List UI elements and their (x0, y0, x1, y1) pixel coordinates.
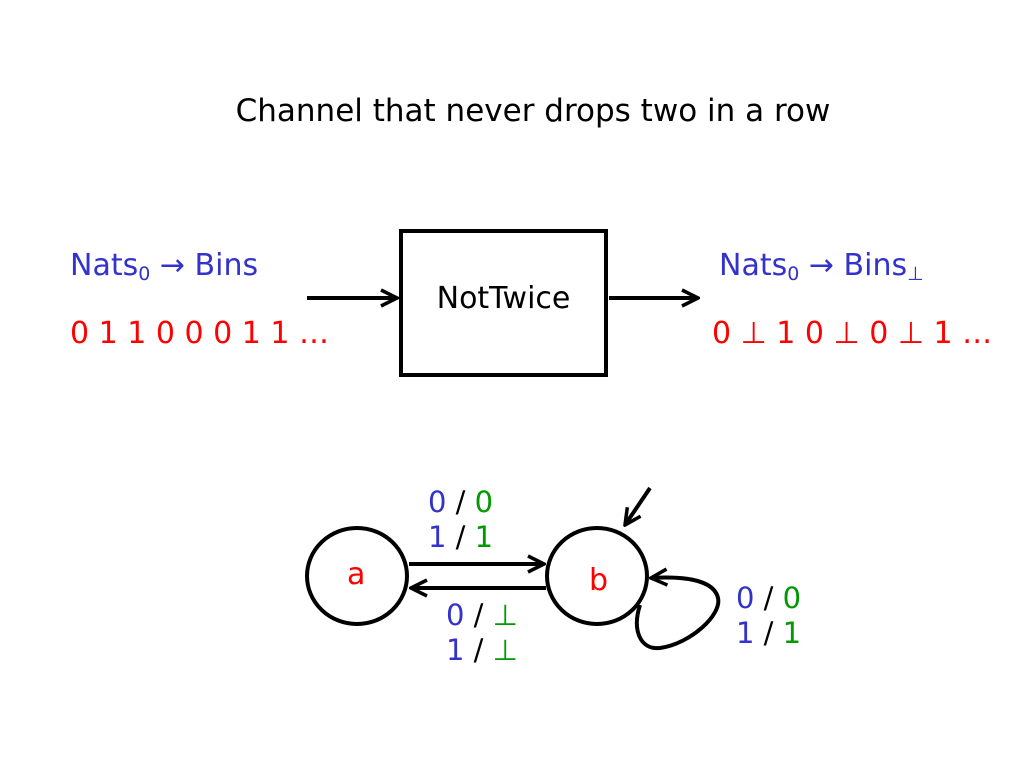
transition-a-b-label-1: 0 / 0 (428, 488, 493, 517)
separator: / (455, 520, 466, 554)
input-symbol: 0 (428, 485, 447, 519)
separator: / (763, 616, 774, 650)
state-b-circle (545, 526, 649, 626)
output-type-signature: Nats0 → Bins⊥ (719, 248, 924, 284)
process-box (399, 229, 608, 377)
input-type-arrow: → (159, 248, 185, 283)
output-sequence: 0 ⊥ 1 0 ⊥ 0 ⊥ 1 … (712, 316, 993, 351)
separator: / (763, 581, 774, 615)
input-type-signature: Nats0 → Bins (70, 248, 259, 284)
output-type-codomain: Bins (843, 248, 908, 283)
input-type-domain: Nats (70, 248, 139, 283)
state-b-label: b (589, 563, 609, 598)
separator: / (473, 598, 484, 632)
input-type-codomain: Bins (194, 248, 259, 283)
state-a-circle (305, 526, 409, 626)
transition-b-b-label-1: 0 / 0 (736, 584, 801, 613)
transition-a-b-label-2: 1 / 1 (428, 523, 493, 552)
input-symbol: 0 (446, 598, 465, 632)
input-type-domain-sub: 0 (138, 263, 151, 285)
transition-b-b-label-2: 1 / 1 (736, 619, 801, 648)
transition-b-a-label-1: 0 / ⊥ (446, 601, 518, 630)
output-type-domain-sub: 0 (787, 263, 800, 285)
initial-state-arrow (625, 486, 652, 525)
output-symbol: 1 (474, 520, 494, 554)
output-type-arrow: → (808, 248, 834, 283)
separator: / (473, 633, 484, 667)
diagram-title: Channel that never drops two in a row (235, 93, 831, 129)
input-symbol: 1 (428, 520, 447, 554)
separator: / (455, 485, 466, 519)
output-symbol: 1 (782, 616, 802, 650)
output-symbol: ⊥ (492, 598, 518, 632)
output-symbol: ⊥ (492, 633, 518, 667)
input-symbol: 1 (736, 616, 755, 650)
transition-b-self-loop (634, 578, 721, 651)
output-type-domain: Nats (719, 248, 788, 283)
output-symbol: 0 (782, 581, 802, 615)
transition-b-a-label-2: 1 / ⊥ (446, 636, 518, 665)
output-symbol: 0 (474, 485, 494, 519)
output-type-codomain-sub: ⊥ (907, 263, 924, 285)
input-symbol: 0 (736, 581, 755, 615)
state-a-label: a (347, 557, 366, 592)
input-symbol: 1 (446, 633, 465, 667)
process-name: NotTwice (436, 281, 571, 316)
input-sequence: 0 1 1 0 0 0 1 1 … (70, 316, 329, 351)
